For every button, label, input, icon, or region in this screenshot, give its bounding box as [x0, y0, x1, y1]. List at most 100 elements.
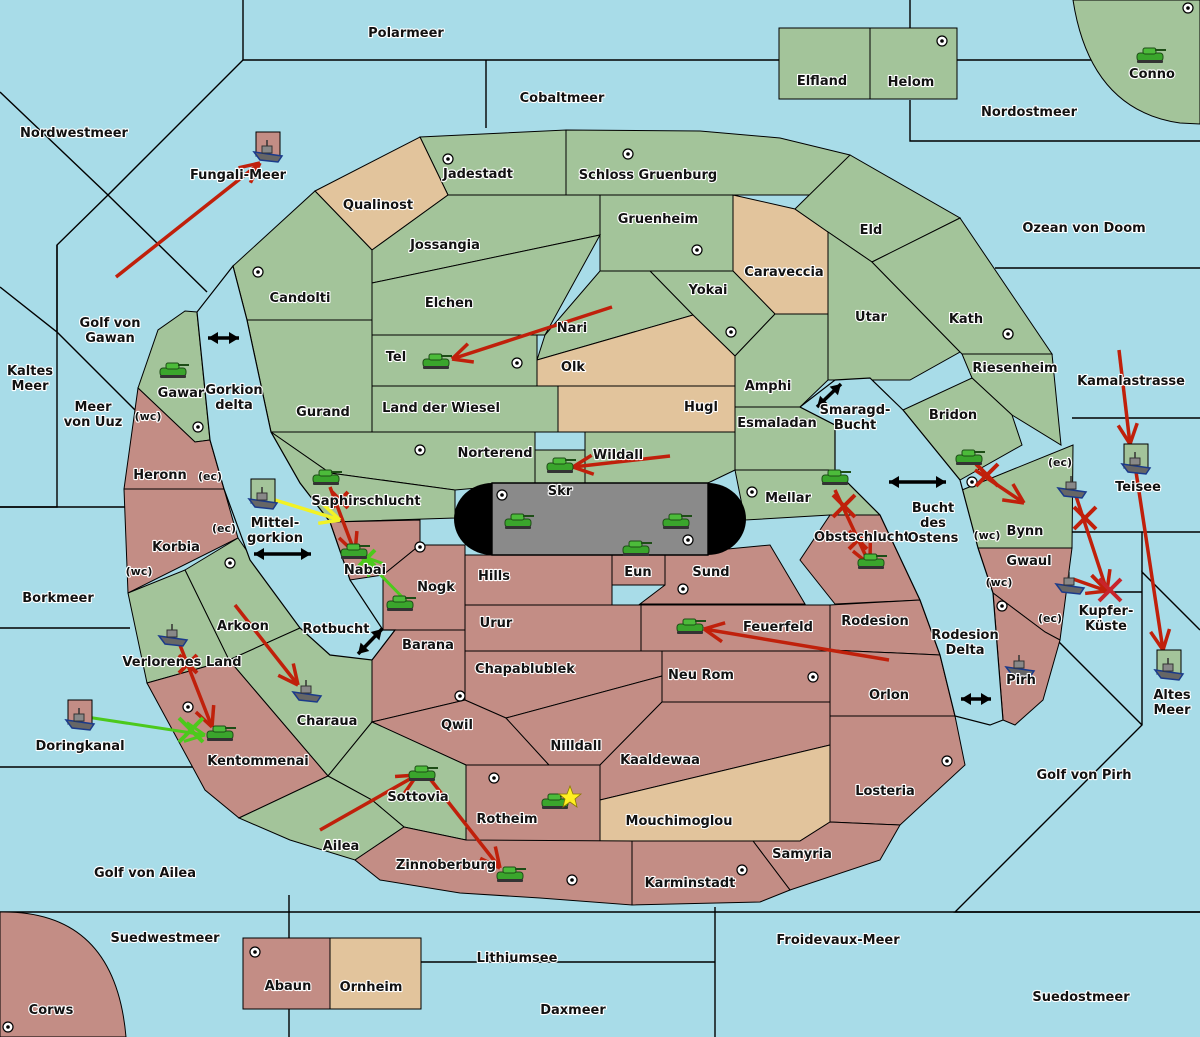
label-doringkanal: Doringkanal: [35, 739, 124, 754]
label-eun: Eun: [624, 565, 651, 580]
supply-center-icon: [414, 444, 426, 456]
label-land-der-wiesel: Land der Wiesel: [382, 401, 500, 416]
supply-center-icon: [1182, 2, 1194, 14]
army-unit-icon[interactable]: [386, 595, 416, 611]
fleet-unit-icon[interactable]: [1004, 655, 1036, 678]
army-unit-icon[interactable]: [340, 543, 370, 559]
territory-nari[interactable]: [536, 270, 694, 361]
fleet-unit-icon[interactable]: [1054, 572, 1086, 595]
army-unit-icon[interactable]: [422, 353, 452, 369]
supply-center-icon: [252, 266, 264, 278]
supply-center-icon: [566, 874, 578, 886]
label-lithiumsee: Lithiumsee: [477, 951, 558, 966]
label-gurand: Gurand: [296, 405, 350, 420]
fleet-unit-icon[interactable]: [247, 478, 279, 510]
label-korbia: Korbia: [152, 540, 200, 555]
label-corws: Corws: [29, 1003, 74, 1018]
territory-rotheim[interactable]: [465, 764, 601, 842]
label-mellar: Mellar: [765, 491, 811, 506]
label-qwil: Qwil: [441, 718, 473, 733]
label-gwaul: Gwaul: [1006, 554, 1051, 569]
army-unit-icon[interactable]: [821, 469, 851, 485]
army-unit-icon[interactable]: [504, 513, 534, 529]
army-unit-icon[interactable]: [312, 469, 342, 485]
fleet-unit-icon[interactable]: [1120, 443, 1152, 475]
coast-tag-ec: (ec): [1038, 612, 1062, 625]
territory-gruenheim[interactable]: [599, 194, 734, 272]
label-tel: Tel: [386, 350, 406, 365]
fleet-unit-icon[interactable]: [291, 680, 323, 703]
army-unit-icon[interactable]: [408, 765, 438, 781]
army-unit-icon[interactable]: [159, 362, 189, 378]
label-norterend: Norterend: [457, 446, 532, 461]
coast-tag-ec: (ec): [212, 522, 236, 535]
army-unit-icon[interactable]: [676, 618, 706, 634]
label-skr: Skr: [548, 484, 573, 499]
territory-orlon[interactable]: [829, 649, 956, 717]
label-ozean-von-doom: Ozean von Doom: [1022, 221, 1145, 236]
army-unit-icon[interactable]: [857, 553, 887, 569]
fleet-unit-icon[interactable]: [1056, 476, 1088, 499]
label-smaragd-bucht: Smaragd-Bucht: [820, 403, 891, 433]
supply-center-icon: [1002, 328, 1014, 340]
label-jadestadt: Jadestadt: [442, 167, 513, 182]
label-hills: Hills: [478, 569, 510, 584]
label-riesenheim: Riesenheim: [972, 361, 1057, 376]
territory-karminstadt[interactable]: [631, 840, 791, 906]
order-support-arrow: [79, 714, 206, 743]
label-froidevaux-meer: Froidevaux-Meer: [776, 933, 900, 948]
coast-tag-wc: (wc): [126, 565, 153, 578]
label-polarmeer: Polarmeer: [368, 26, 444, 41]
supply-center-icon: [996, 600, 1008, 612]
army-unit-icon[interactable]: [955, 449, 985, 465]
label-candolti: Candolti: [270, 291, 331, 306]
label-gawar: Gawar: [158, 386, 205, 401]
territory-conno[interactable]: [1072, 0, 1200, 125]
army-unit-icon[interactable]: [622, 540, 652, 556]
label-saphirschlucht: Saphirschlucht: [311, 494, 420, 509]
label-gruenheim: Gruenheim: [618, 212, 698, 227]
label-heronn: Heronn: [133, 468, 187, 483]
army-unit-icon[interactable]: [546, 457, 576, 473]
supply-center-icon: [966, 476, 978, 488]
label-cobaltmeer: Cobaltmeer: [520, 91, 605, 106]
order-failed-icon: [330, 490, 350, 510]
army-unit-icon[interactable]: [541, 784, 583, 809]
order-move-arrow: [425, 773, 502, 870]
label-elchen: Elchen: [425, 296, 473, 311]
territory-corws[interactable]: [0, 911, 127, 1037]
army-unit-icon[interactable]: [1136, 47, 1166, 63]
territory-ornheim[interactable]: [329, 937, 422, 1010]
coast-tag-wc: (wc): [135, 410, 162, 423]
army-unit-icon[interactable]: [662, 513, 692, 529]
label-nari: Nari: [557, 321, 588, 336]
label-karminstadt: Karminstadt: [645, 876, 736, 891]
army-unit-icon[interactable]: [206, 725, 236, 741]
label-jossangia: Jossangia: [409, 238, 480, 253]
territory-helom[interactable]: [869, 27, 958, 100]
double-arrow-icon: [208, 332, 239, 344]
army-unit-icon[interactable]: [496, 866, 526, 882]
supply-center-icon: [488, 772, 500, 784]
territory-riesenheim[interactable]: [961, 353, 1062, 446]
label-nogk: Nogk: [417, 580, 455, 595]
label-rotbucht: Rotbucht: [303, 622, 370, 637]
label-nordostmeer: Nordostmeer: [981, 105, 1078, 120]
fleet-unit-icon[interactable]: [64, 699, 96, 731]
label-eld: Eld: [860, 223, 883, 238]
label-sottovia: Sottovia: [387, 790, 448, 805]
supply-center-icon: [941, 755, 953, 767]
fleet-unit-icon[interactable]: [1153, 649, 1185, 681]
label-fungali-meer: Fungali-Meer: [190, 168, 287, 183]
double-arrow-icon: [961, 693, 991, 705]
label-kaaldewaa: Kaaldewaa: [620, 753, 700, 768]
fleet-unit-icon[interactable]: [252, 131, 284, 163]
fleet-unit-icon[interactable]: [157, 624, 189, 647]
